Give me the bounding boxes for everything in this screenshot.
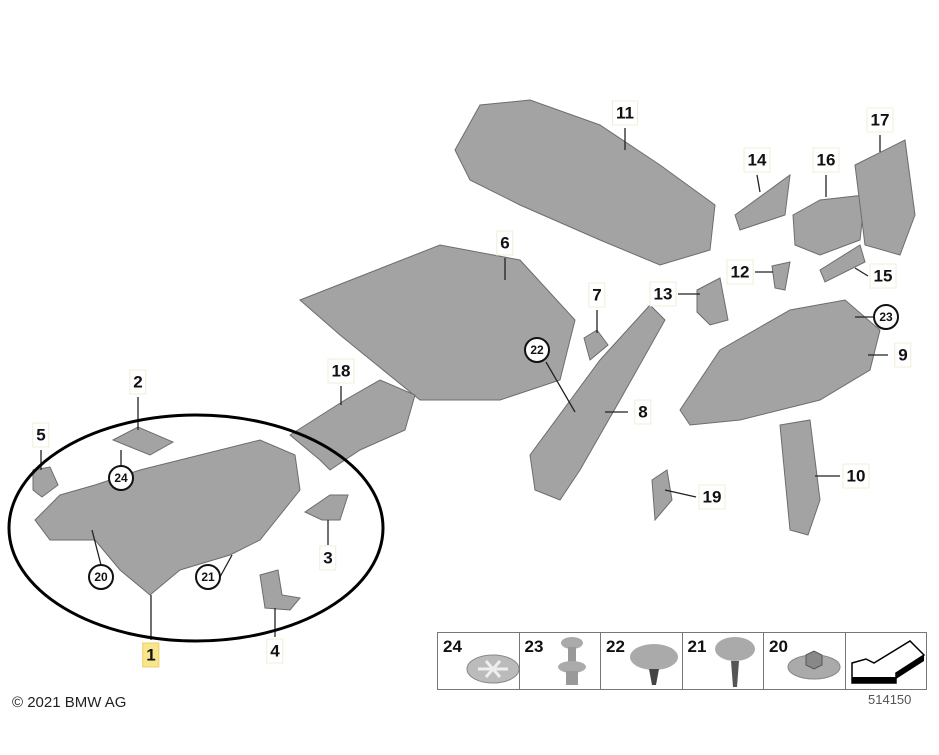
- diagram-code: 514150: [868, 692, 912, 707]
- legend-label: 23: [524, 637, 544, 656]
- legend-item-24[interactable]: 24: [438, 633, 520, 689]
- callout-15[interactable]: 15: [869, 263, 897, 289]
- callout-7[interactable]: 7: [588, 282, 606, 308]
- callout-22[interactable]: 22: [524, 337, 550, 363]
- callout-4[interactable]: 4: [266, 638, 284, 664]
- direction-arrow-icon: [850, 640, 925, 684]
- part-10-shape: [779, 419, 821, 536]
- copyright-text: © 2021 BMW AG: [12, 694, 127, 711]
- callout-21[interactable]: 21: [195, 564, 221, 590]
- callout-12[interactable]: 12: [726, 259, 754, 285]
- legend-label: 22: [606, 637, 625, 656]
- callout-17[interactable]: 17: [866, 107, 894, 133]
- callout-5[interactable]: 5: [32, 422, 50, 448]
- plug-clip-icon: [630, 644, 678, 685]
- callout-24[interactable]: 24: [108, 465, 134, 491]
- part-1-shape: [34, 439, 301, 596]
- callout-16[interactable]: 16: [812, 147, 840, 173]
- callout-8[interactable]: 8: [634, 399, 652, 425]
- callout-23[interactable]: 23: [873, 304, 899, 330]
- legend-label: 24: [443, 637, 462, 656]
- part-2-shape: [111, 426, 175, 456]
- callout-1-highlighted[interactable]: 1: [142, 642, 160, 668]
- part-6-shape: [299, 244, 576, 401]
- hex-nut-washer-icon: [787, 650, 841, 680]
- part-8-shape: [529, 304, 666, 501]
- part-14-shape: [734, 173, 791, 231]
- part-3-shape: [303, 494, 349, 521]
- part-12-shape: [771, 261, 791, 291]
- callout-2[interactable]: 2: [129, 369, 147, 395]
- highlight-ellipse: [7, 413, 385, 643]
- part-13-shape: [696, 277, 729, 326]
- part-9-shape: [679, 299, 881, 426]
- spring-nut-icon: [466, 654, 519, 684]
- legend-item-21[interactable]: 21: [683, 633, 764, 689]
- callout-18[interactable]: 18: [327, 358, 355, 384]
- part-15-shape: [819, 244, 866, 283]
- part-17-shape: [854, 139, 916, 256]
- part-19-shape: [651, 469, 673, 522]
- callout-6[interactable]: 6: [496, 230, 514, 256]
- screw-clip-icon: [714, 637, 755, 687]
- legend-item-22[interactable]: 22: [601, 633, 683, 689]
- part-16-shape: [792, 194, 866, 256]
- expanding-rivet-icon: [557, 637, 586, 685]
- legend-label: 21: [687, 637, 707, 656]
- callout-20[interactable]: 20: [88, 564, 114, 590]
- part-7-shape: [583, 329, 609, 361]
- direction-arrow-cell: [846, 633, 927, 689]
- callout-3[interactable]: 3: [319, 545, 337, 571]
- callout-13[interactable]: 13: [649, 281, 677, 307]
- callout-14[interactable]: 14: [743, 147, 771, 173]
- part-11-shape: [454, 99, 716, 266]
- callout-10[interactable]: 10: [842, 463, 870, 489]
- legend-label: 20: [769, 637, 788, 656]
- part-18-shape: [289, 379, 416, 471]
- callout-19[interactable]: 19: [698, 484, 726, 510]
- callout-9[interactable]: 9: [894, 342, 912, 368]
- fastener-legend: 24 23 22 21 20: [437, 632, 927, 690]
- part-4-shape: [259, 569, 301, 611]
- legend-item-23[interactable]: 23: [520, 633, 601, 689]
- callout-11[interactable]: 11: [612, 100, 638, 126]
- legend-item-20[interactable]: 20: [764, 633, 846, 689]
- part-5-shape: [32, 466, 59, 498]
